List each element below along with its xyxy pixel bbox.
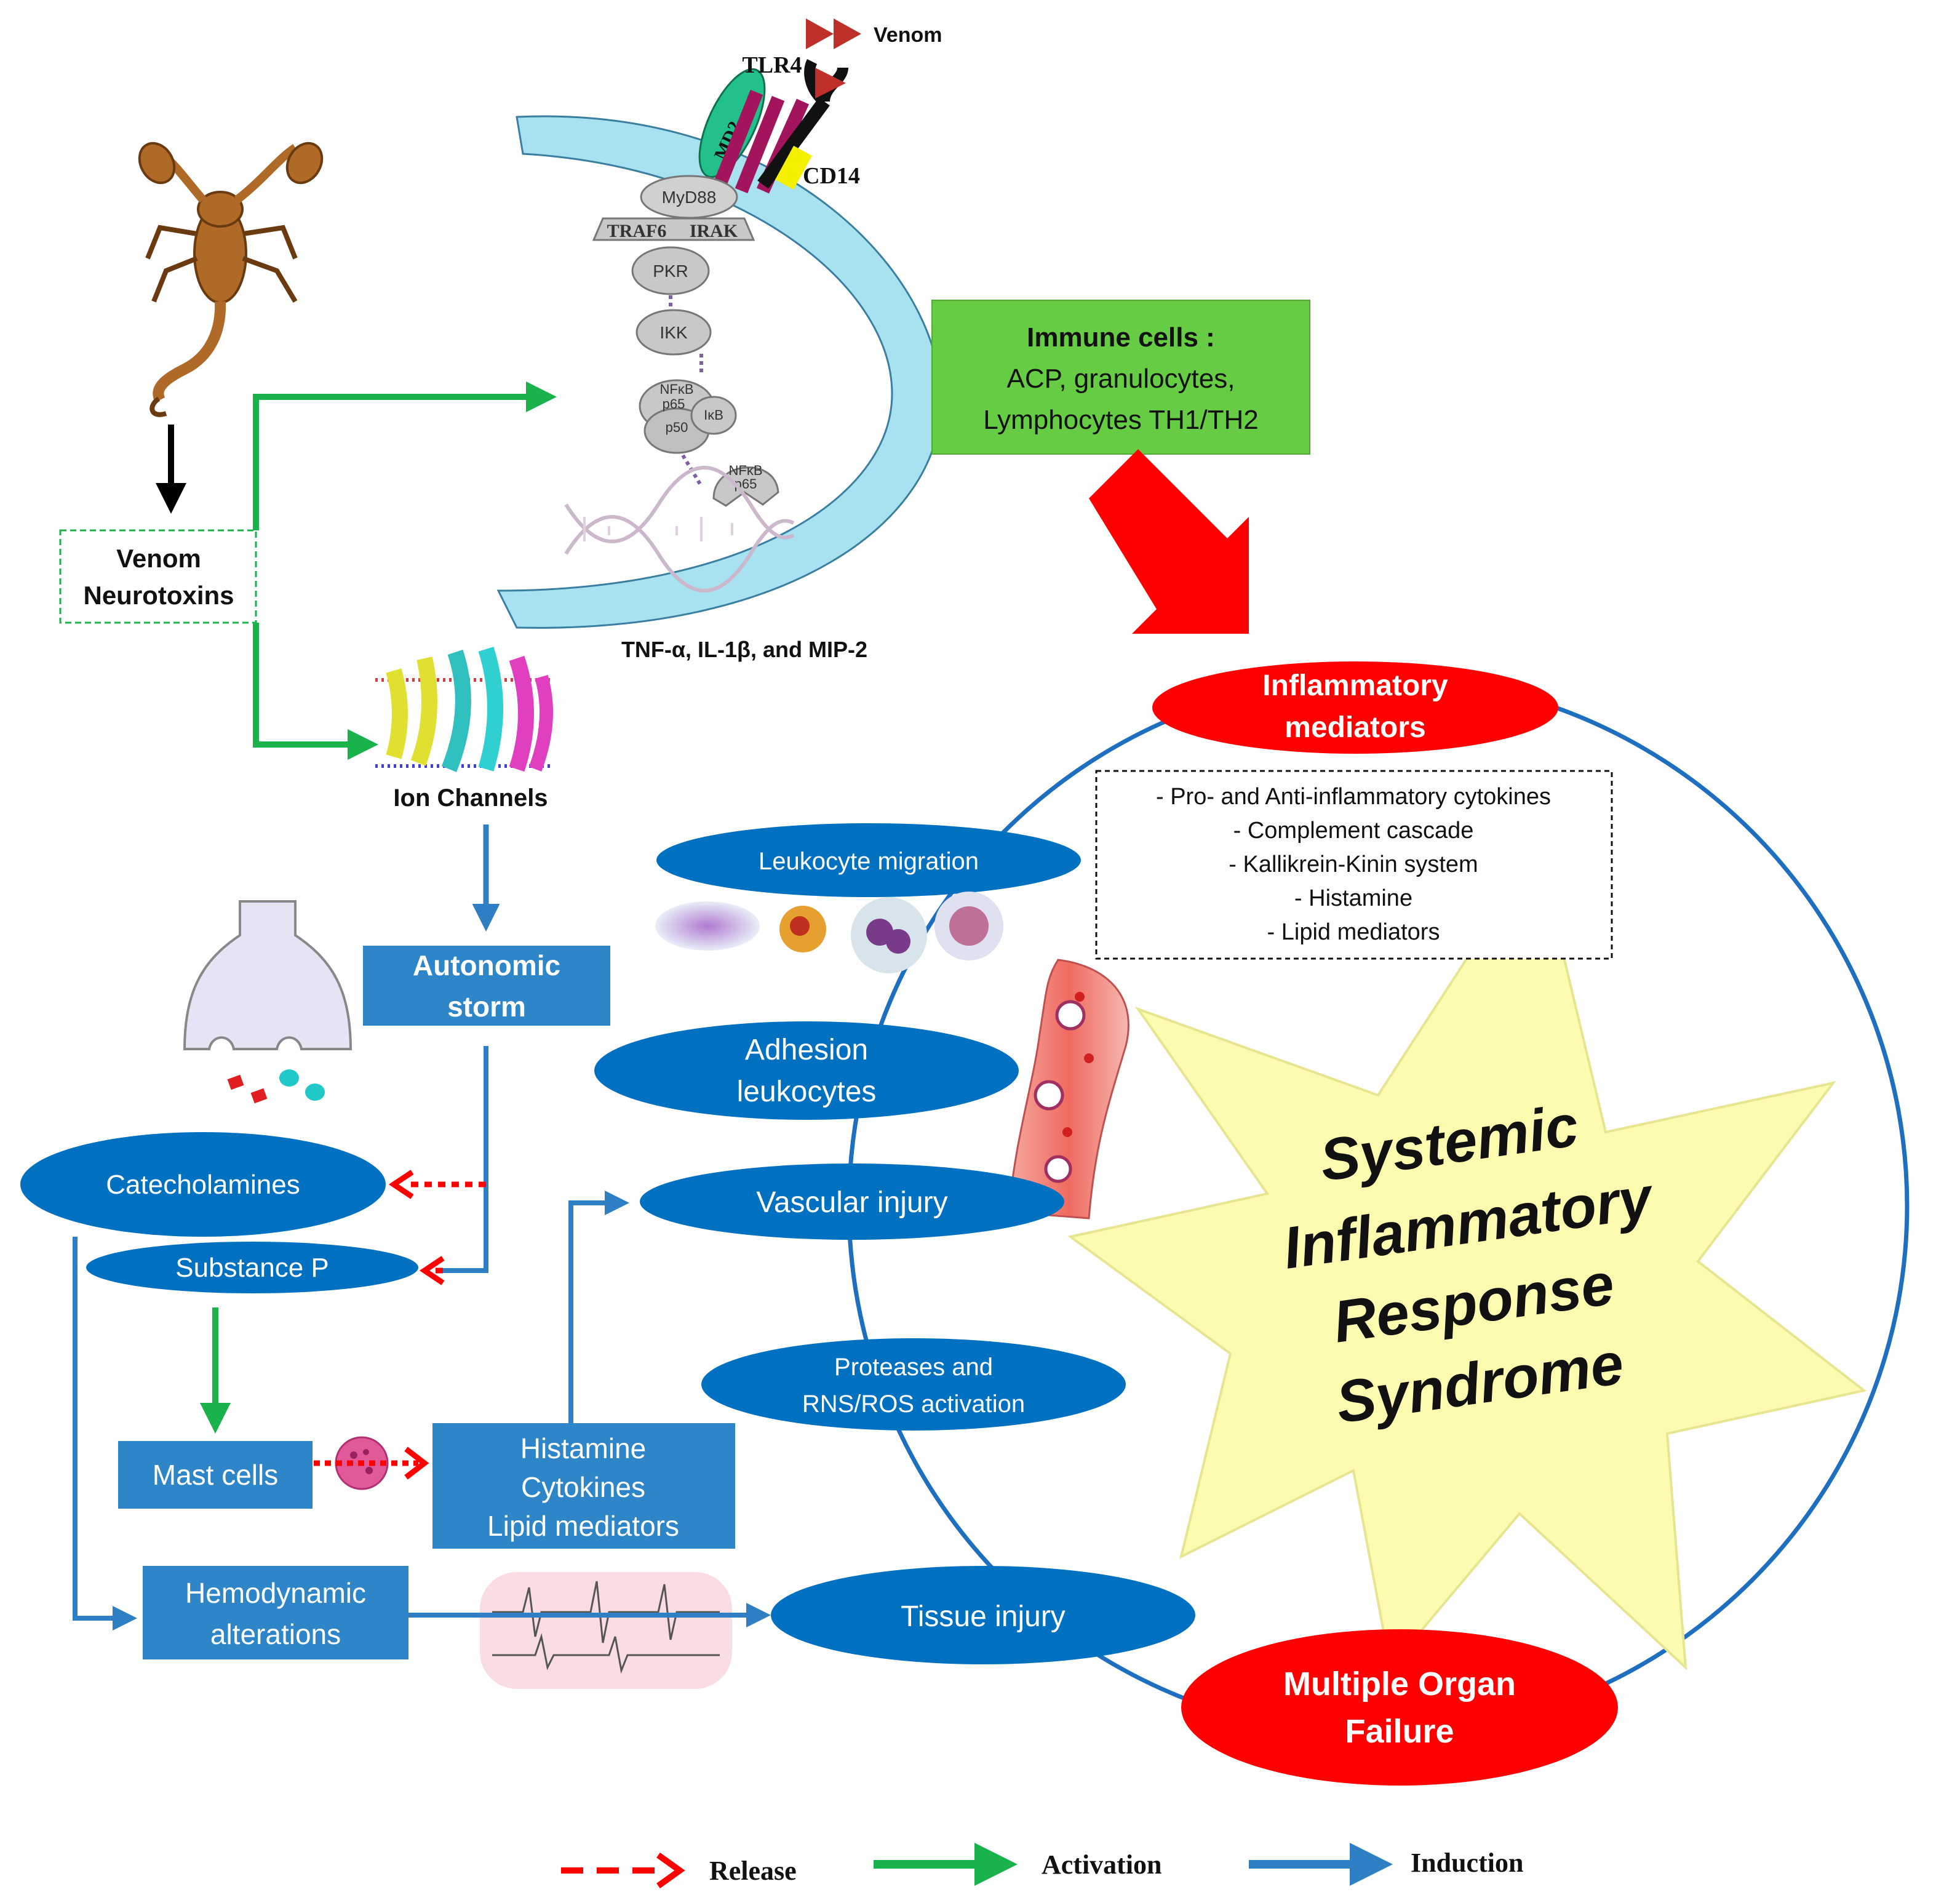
histamine-line-2: Cytokines	[521, 1471, 645, 1503]
substance-p-label: Substance P	[175, 1253, 329, 1283]
big-red-arrow	[1089, 449, 1249, 634]
mediator-item-2: - Complement cascade	[1233, 818, 1474, 844]
venom-top-label: Venom	[874, 23, 942, 47]
venom-neurotoxins-line-2: Neurotoxins	[83, 581, 234, 610]
mediator-item-3: - Kallikrein-Kinin system	[1229, 852, 1478, 877]
multiple-organ-failure-node: Multiple Organ Failure	[1181, 1629, 1618, 1786]
traf6-label: TRAF6	[607, 221, 667, 241]
vascular-injury-node: Vascular injury	[640, 1164, 1064, 1240]
mediator-item-1: - Pro- and Anti-inflammatory cytokines	[1156, 784, 1551, 810]
p50-label: p50	[666, 420, 688, 435]
mediator-item-4: - Histamine	[1294, 885, 1412, 911]
cd14-label: CD14	[803, 163, 860, 189]
signaling-cascade: MyD88 TRAF6 IRAK PKR IKK NFκB p65 p50 Iκ…	[592, 175, 779, 507]
ikb-node	[690, 396, 737, 435]
adhesion-line-2: leukocytes	[737, 1076, 877, 1108]
pkr-label: PKR	[653, 261, 688, 281]
legend-activation-label: Activation	[1042, 1850, 1162, 1880]
dna-helix-icon	[564, 466, 795, 593]
p65-label: p65	[663, 396, 685, 412]
proteases-line-2: RNS/ROS activation	[802, 1391, 1025, 1418]
immune-cells-box: Immune cells : ACP, granulocytes, Lympho…	[931, 300, 1310, 455]
mast-cells-box: Mast cells	[118, 1441, 313, 1509]
release-arrowheads	[388, 1170, 445, 1285]
tissue-injury-label: Tissue injury	[901, 1600, 1066, 1633]
release-arrows	[406, 1181, 486, 1274]
vascular-injury-label: Vascular injury	[756, 1186, 947, 1219]
mast-cells-label: Mast cells	[153, 1459, 278, 1491]
activation-arrows	[253, 381, 557, 760]
synapse-icon	[183, 900, 353, 1104]
venom-neurotoxins-box: Venom Neurotoxins	[59, 529, 257, 624]
ikk-label: IKK	[659, 323, 687, 342]
inflammatory-line-2: mediators	[1285, 711, 1425, 744]
hemodynamic-line-2: alterations	[210, 1618, 341, 1650]
adhesion-leukocytes-node: Adhesion leukocytes	[594, 1021, 1019, 1120]
hemodynamic-box: Hemodynamic alterations	[143, 1566, 408, 1659]
legend-induction-label: Induction	[1411, 1848, 1523, 1878]
leukocyte-migration-label: Leukocyte migration	[759, 848, 979, 875]
histamine-to-vascular	[568, 1191, 629, 1423]
immune-cells-line-2: Lymphocytes TH1/TH2	[983, 405, 1259, 435]
immune-cells-title: Immune cells :	[1027, 322, 1215, 353]
catecholamines-to-hemodynamic	[73, 1237, 137, 1631]
inflammatory-mediators-node: Inflammatory mediators	[1152, 661, 1558, 754]
sirs-star	[1067, 846, 1867, 1670]
catecholamines-node: Catecholamines	[20, 1132, 386, 1237]
nfkb-label-2: NFκB	[729, 463, 763, 478]
blood-vessel-icon	[1008, 959, 1129, 1219]
cell-membrane	[496, 115, 942, 629]
venom-neurotoxins-line-1: Venom	[116, 544, 201, 573]
nfkb-label: NFκB	[660, 381, 694, 397]
tlr4-label: TLR4	[742, 52, 802, 78]
mof-line-2: Failure	[1345, 1713, 1454, 1750]
ikb-label: IκB	[704, 407, 723, 423]
legend-release-label: Release	[709, 1856, 797, 1886]
storm-connector	[443, 1046, 488, 1273]
mediator-list-box: - Pro- and Anti-inflammatory cytokines -…	[1095, 770, 1613, 960]
adhesion-line-1: Adhesion	[745, 1034, 868, 1066]
autonomic-storm-line-2: storm	[447, 991, 526, 1023]
legend: Release Activation Induction	[561, 1843, 1523, 1889]
immune-cells-line-1: ACP, granulocytes,	[1007, 364, 1235, 394]
irak-label: IRAK	[690, 221, 738, 241]
histamine-line-3: Lipid mediators	[487, 1510, 679, 1542]
proteases-node: Proteases and RNS/ROS activation	[701, 1338, 1126, 1431]
inflammatory-line-1: Inflammatory	[1262, 669, 1448, 702]
autonomic-storm-box: Autonomic storm	[363, 946, 610, 1026]
histamine-line-1: Histamine	[520, 1432, 647, 1464]
proteases-line-1: Proteases and	[834, 1354, 993, 1381]
mediator-item-5: - Lipid mediators	[1267, 919, 1440, 945]
ion-channels-label: Ion Channels	[393, 784, 548, 812]
myd88-label: MyD88	[662, 188, 717, 207]
ion-channel-icon	[375, 647, 554, 772]
scorpion-icon	[138, 142, 324, 417]
catecholamines-label: Catecholamines	[106, 1170, 300, 1200]
traf6-irak-node	[592, 217, 755, 241]
substance-p-node: Substance P	[86, 1242, 418, 1293]
tissue-injury-node: Tissue injury	[771, 1566, 1195, 1664]
cytokines-label: TNF-α, IL-1β, and MIP-2	[621, 637, 867, 662]
leukocyte-cells-icon	[655, 892, 1003, 973]
leukocyte-migration-node: Leukocyte migration	[656, 823, 1081, 897]
pkr-node	[631, 246, 710, 295]
venom-icon	[806, 18, 861, 98]
ecg-icon	[480, 1572, 732, 1689]
hemodynamic-line-1: Hemodynamic	[185, 1577, 366, 1609]
mof-line-1: Multiple Organ	[1283, 1666, 1516, 1702]
autonomic-storm-line-1: Autonomic	[413, 949, 560, 981]
ikk-node	[635, 309, 712, 356]
tlr4-receptor: MD2 TLR4 CD14	[698, 52, 860, 194]
histamine-box: Histamine Cytokines Lipid mediators	[432, 1423, 735, 1549]
